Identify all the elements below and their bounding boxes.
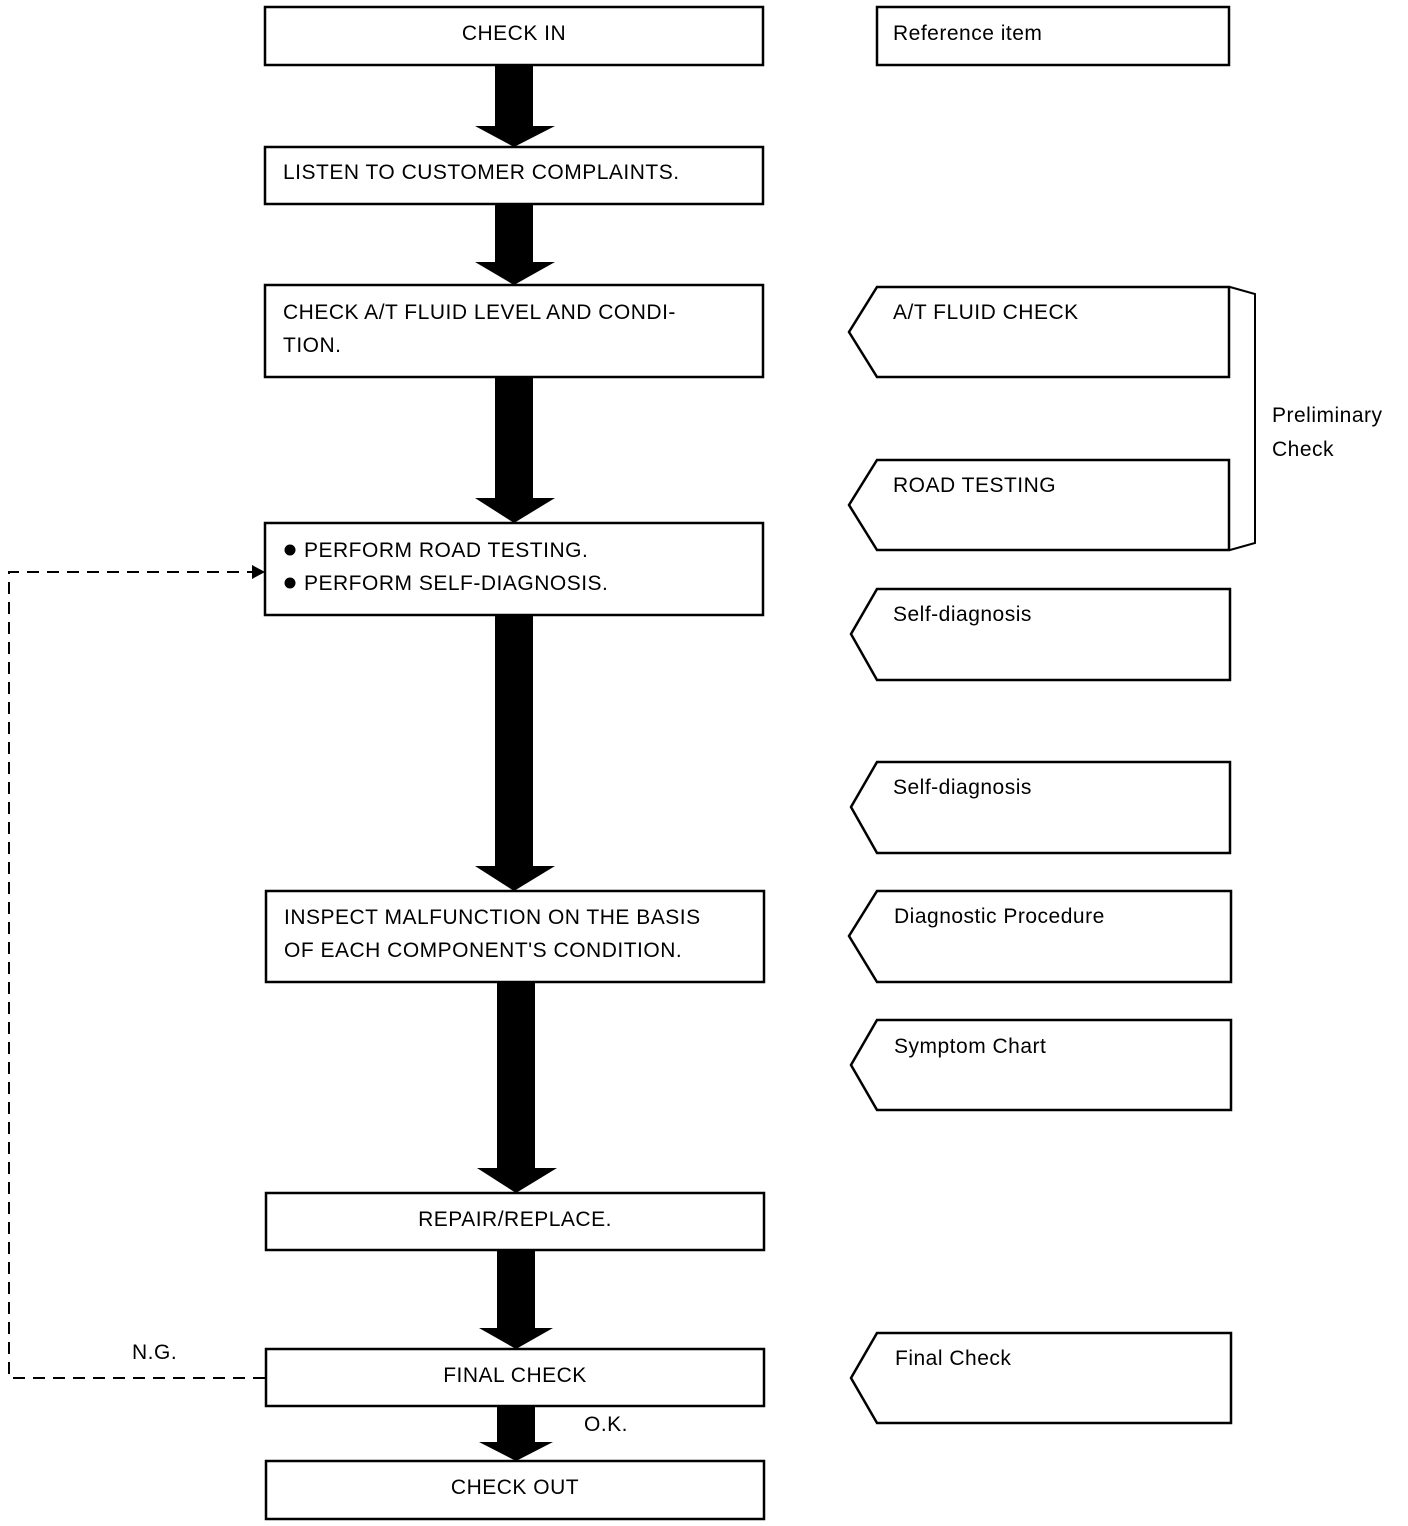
step-check-out-label: CHECK OUT [451,1476,579,1499]
step-inspect-malfunction: INSPECT MALFUNCTION ON THE BASIS OF EACH… [264,889,766,984]
flow-arrows [475,66,557,1461]
arrow-listen-to-fluid [475,204,555,285]
loop-arrowhead-icon [252,565,265,579]
step-final-check-label: FINAL CHECK [443,1364,587,1387]
bracket-label-line2: Check [1272,438,1334,461]
step-check-fluid: CHECK A/T FLUID LEVEL AND CONDI- TION. [263,283,765,379]
step-check-in: CHECK IN [263,5,765,67]
step-listen: LISTEN TO CUSTOMER COMPLAINTS. [263,145,765,206]
step-perform-tests: PERFORM ROAD TESTING. PERFORM SELF-DIAGN… [263,521,765,617]
ref-self-diagnosis-1: Self-diagnosis [849,587,1232,682]
ok-label: O.K. [584,1413,628,1436]
ref-symptom-chart-label: Symptom Chart [894,1035,1046,1058]
step-repair-replace: REPAIR/REPLACE. [264,1191,766,1252]
preliminary-check-bracket: Preliminary Check [1229,286,1383,551]
ref-final-check: Final Check [849,1331,1233,1425]
reference-header-label: Reference item [893,22,1042,45]
step-perform-line2: PERFORM SELF-DIAGNOSIS. [304,572,608,595]
ref-self-diagnosis-2-label: Self-diagnosis [893,776,1032,799]
step-perform-line1: PERFORM ROAD TESTING. [304,539,588,562]
step-final-check: FINAL CHECK [264,1347,766,1408]
ref-road-testing: ROAD TESTING [847,458,1231,552]
step-listen-label: LISTEN TO CUSTOMER COMPLAINTS. [283,161,680,184]
reference-header: Reference item [875,5,1231,67]
step-inspect-line1: INSPECT MALFUNCTION ON THE BASIS [284,906,701,929]
bracket-label-line1: Preliminary [1272,404,1383,427]
ref-final-check-label: Final Check [895,1347,1011,1370]
arrow-final-to-checkout [479,1407,553,1461]
bullet-icon [284,577,296,589]
ref-diagnostic-procedure: Diagnostic Procedure [847,889,1233,984]
step-repair-label: REPAIR/REPLACE. [418,1208,612,1231]
arrow-checkin-to-listen [475,66,555,147]
step-check-fluid-line2: TION. [283,334,342,357]
ref-self-diagnosis-2: Self-diagnosis [849,760,1232,855]
step-check-out: CHECK OUT [264,1459,766,1521]
ng-label: N.G. [132,1341,177,1364]
arrow-repair-to-final [479,1251,553,1349]
ref-symptom-chart: Symptom Chart [849,1018,1233,1112]
ref-at-fluid-check: A/T FLUID CHECK [847,285,1231,379]
step-inspect-line2: OF EACH COMPONENT'S CONDITION. [284,939,682,962]
arrow-inspect-to-repair [477,983,557,1193]
ref-self-diagnosis-1-label: Self-diagnosis [893,603,1032,626]
arrow-fluid-to-perform [475,378,555,523]
bullet-icon [284,544,296,556]
ref-at-fluid-check-label: A/T FLUID CHECK [893,301,1079,324]
ref-road-testing-label: ROAD TESTING [893,474,1056,497]
ref-diagnostic-procedure-label: Diagnostic Procedure [894,905,1105,928]
ng-feedback-loop: N.G. [8,565,265,1379]
step-check-in-label: CHECK IN [462,22,566,45]
step-check-fluid-line1: CHECK A/T FLUID LEVEL AND CONDI- [283,301,676,324]
arrow-perform-to-inspect [475,616,555,891]
